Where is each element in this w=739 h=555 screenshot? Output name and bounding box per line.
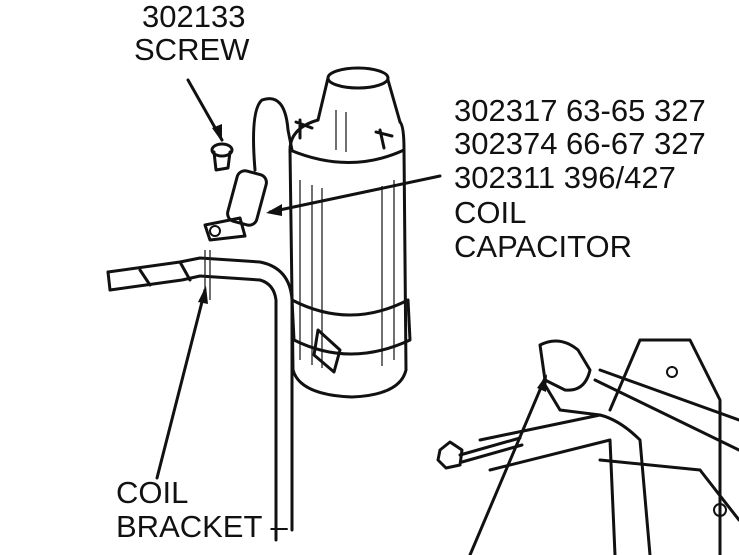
bolt xyxy=(436,436,524,470)
bracket-label-line2: BRACKET – xyxy=(116,509,288,544)
capacitor-label-line1: COIL xyxy=(454,195,527,230)
ignition-coil xyxy=(288,66,412,399)
coil-capacitor xyxy=(203,97,294,242)
screw xyxy=(210,142,234,172)
capacitor-label-line2: CAPACITOR xyxy=(454,229,632,264)
screw-label: SCREW xyxy=(134,32,250,67)
capacitor-part-number-2: 302374 66-67 327 xyxy=(454,126,706,161)
distributor-housing xyxy=(478,338,739,555)
bracket-label-line1: COIL xyxy=(116,475,189,510)
screw-part-number: 302133 xyxy=(142,0,246,34)
capacitor-part-number-1: 302317 63-65 327 xyxy=(454,93,706,128)
coil-bracket xyxy=(106,250,294,542)
capacitor-part-number-3: 302311 396/427 xyxy=(454,160,676,195)
leader-arrows xyxy=(155,78,547,555)
